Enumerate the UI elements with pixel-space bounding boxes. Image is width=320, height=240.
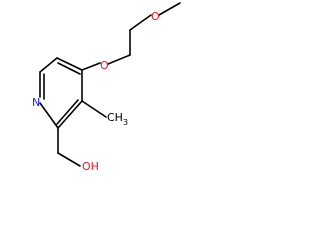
bond-c3-methyl [81,100,107,118]
ether-oxygen-2-label: O [151,10,160,23]
bond-o-ch3 [158,2,181,16]
bond-c3-c2 [57,100,83,129]
structure-canvas: N O O CH3 OH [32,2,181,173]
bond-o-ch2 [107,54,131,65]
bond-c5-c4-inner [57,62,81,75]
bond-ch2-oh [57,152,81,167]
hydroxyl-label: OH [82,160,99,173]
molecule-diagram: N O O CH3 OH [32,2,181,173]
nitrogen-atom-label: N [32,96,40,109]
methyl-main: CH [107,111,123,124]
methyl-label: CH3 [107,111,128,127]
bond-n-c2 [39,102,59,129]
bond-c3-c2-inner [56,99,79,125]
bond-c5-c4 [56,57,83,71]
bond-ch2-o [129,14,152,31]
bond-c4-o [81,62,101,71]
ether-oxygen-1-label: O [100,59,109,72]
bond-group [39,2,181,167]
methyl-subscript: 3 [123,118,128,127]
bond-c6-c5 [39,57,58,73]
